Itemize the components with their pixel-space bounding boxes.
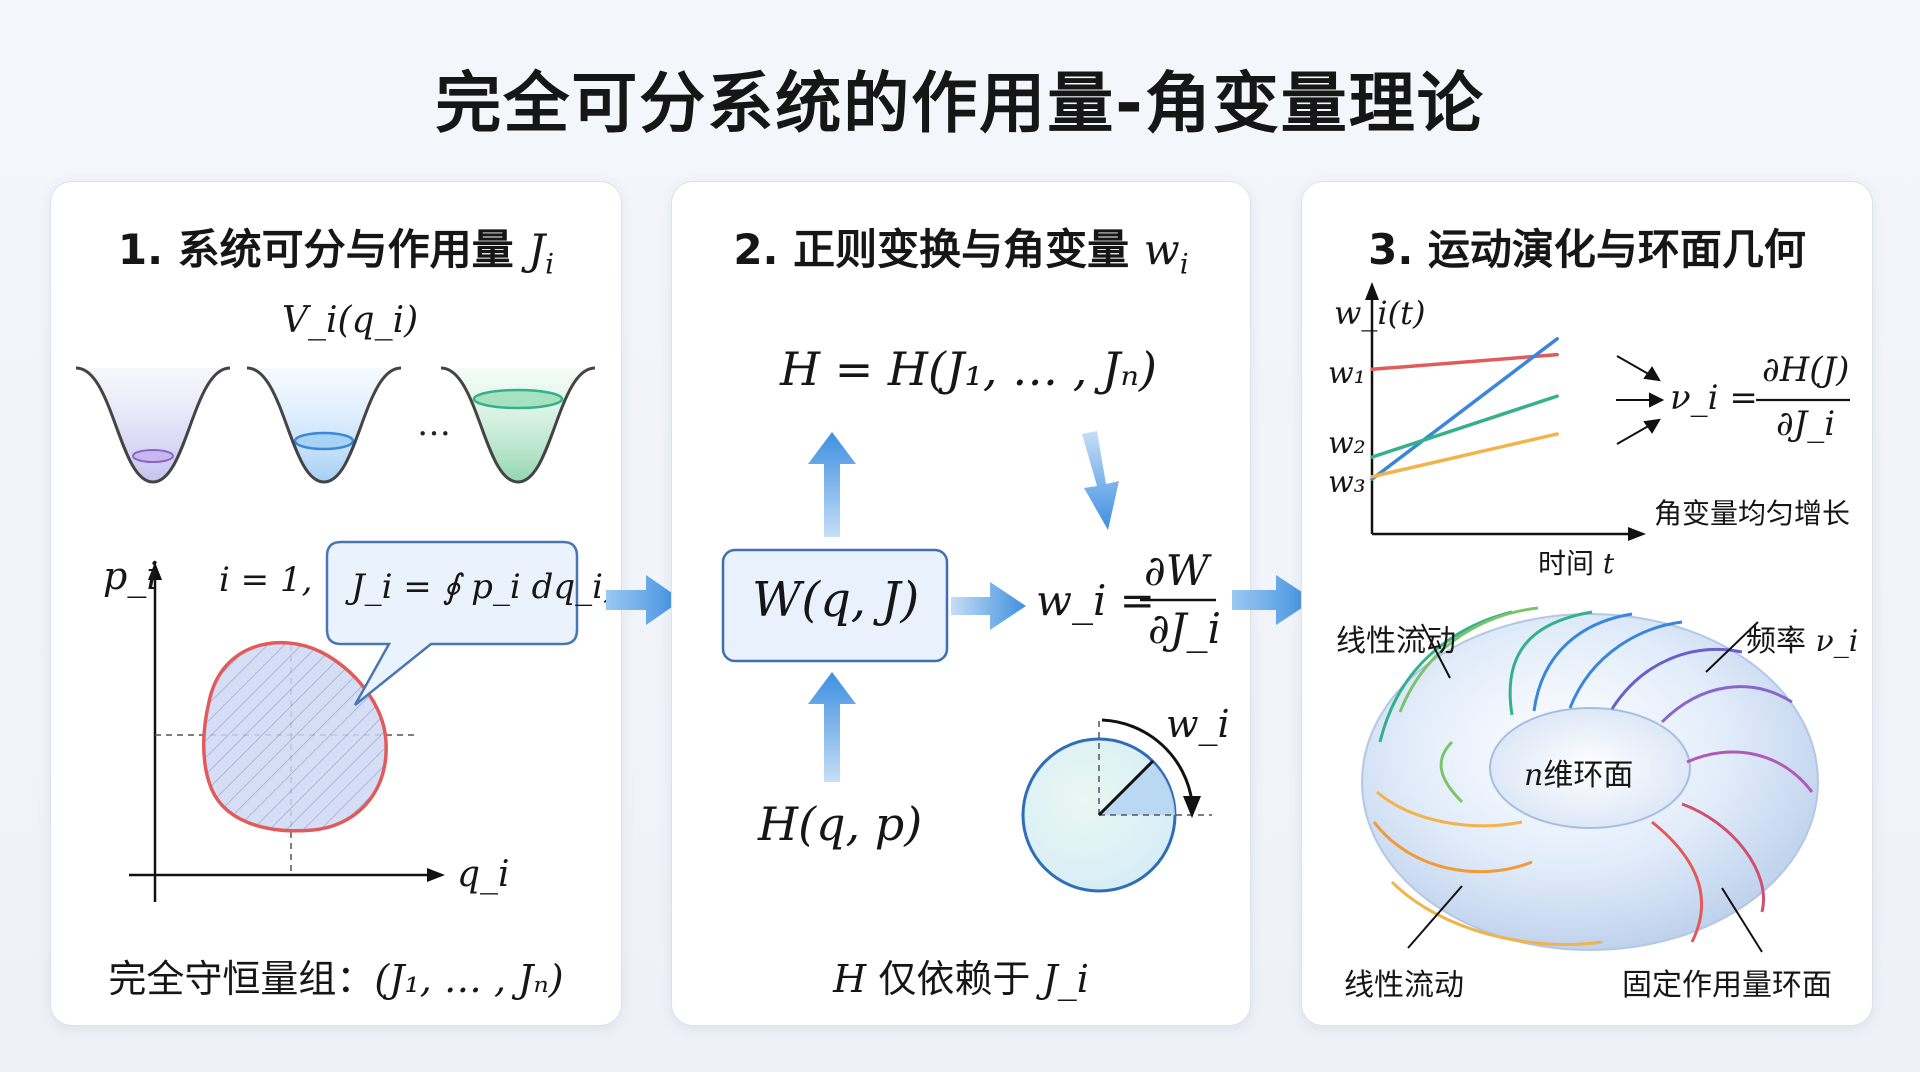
phase-plane [129, 562, 445, 902]
arrow-generator-to-hamiltonian [808, 432, 856, 537]
angle-growth-chart [1361, 282, 1850, 953]
chart-x-axis-label: 时间 t [1538, 547, 1615, 580]
generator-box [721, 548, 949, 663]
potential-well-2 [246, 366, 402, 484]
axis-q-label: q_i [457, 854, 510, 895]
potential-well-3 [440, 366, 596, 484]
arrow-panel1-to-panel2 [606, 575, 682, 625]
torus-center-label: n维环面 [1524, 758, 1634, 793]
panel2-title-text: 2. 正则变换与角变量 [733, 225, 1130, 274]
label-fixed-action-torus: 固定作用量环面 [1622, 968, 1832, 1003]
chart-x-axis-arrow [1628, 527, 1646, 541]
invariant-torus [1361, 606, 1819, 953]
label-frequency: 频率 ν_i [1746, 624, 1859, 659]
arrow-generator-to-angle [951, 582, 1026, 630]
label-linear-flow-top: 线性流动 [1336, 624, 1456, 659]
potential-label: V_i(q_i) [282, 300, 419, 341]
panel1-footer: 完全守恒量组：(J₁, … , Jₙ) [108, 957, 564, 1001]
hamiltonian-qp: H(q, p) [758, 797, 923, 851]
frequency-arrows [1616, 355, 1665, 445]
chart-tick-w1: w₁ [1328, 356, 1366, 391]
frequency-formula-numerator: ∂H(J) [1762, 350, 1850, 390]
angle-circle [1021, 717, 1212, 893]
panel3-title: 3. 运动演化与环面几何 [1368, 225, 1806, 274]
panel-canonical-transform: 2. 正则变换与角变量 wi H = H(J₁, … , Jₙ) [671, 181, 1251, 1026]
frequency-formula-lhs: ν_i = [1670, 378, 1758, 418]
chart-tick-w2: w₂ [1328, 426, 1366, 461]
chart-series-line-3 [1370, 394, 1559, 459]
panel-torus-evolution: 3. 运动演化与环面几何 [1301, 181, 1873, 1026]
wells-ellipsis: … [417, 404, 451, 444]
angle-definition-numerator: ∂W [1144, 546, 1209, 595]
chart-y-axis-label: w_i(t) [1334, 294, 1426, 332]
chart-y-axis-arrow [1365, 282, 1379, 300]
angle-definition-denominator: ∂J_i [1148, 604, 1221, 653]
angle-definition-lhs: w_i = [1036, 576, 1155, 625]
chart-series-line-2 [1370, 337, 1559, 481]
frequency-formula-denominator: ∂J_i [1776, 404, 1836, 444]
chart-series-line-1 [1370, 352, 1559, 372]
panel2-title: 2. 正则变换与角变量 wi [672, 216, 1250, 280]
arrow-hqp-to-generator [808, 672, 856, 782]
panel1-drawing: … [75, 366, 596, 902]
page-title: 完全可分系统的作用量-角变量理论 [435, 65, 1485, 142]
generating-function: W(q, J) [752, 572, 920, 628]
action-integral-formula: J_i = ∮ p_i dq_i, [351, 567, 614, 607]
uniform-growth-note: 角变量均匀增长 [1654, 497, 1851, 530]
panel1-title-symbol: Ji [528, 225, 555, 281]
axis-p-label: p_i [103, 554, 159, 598]
action-integral-bubble [325, 540, 579, 706]
angle-circle-label: w_i [1166, 702, 1230, 746]
chart-tick-w3: w₃ [1328, 465, 1366, 500]
phase-orbit [202, 640, 388, 833]
label-linear-flow-bottom: 线性流动 [1344, 968, 1464, 1003]
panel2-title-symbol: wi [1143, 225, 1189, 281]
index-label: i = 1, [219, 560, 313, 600]
chart-series-line-4 [1370, 432, 1559, 479]
arrow-panel2-to-panel3 [1232, 575, 1314, 625]
panel2-footer: H 仅依赖于 J_i [833, 957, 1089, 1001]
panel-separable-action: 1. 系统可分与作用量 Ji V_i(q_i) … [50, 181, 622, 1026]
panel1-title: 1. 系统可分与作用量 Ji [51, 216, 621, 280]
arrow-hamiltonian-down [1082, 431, 1119, 530]
panel1-title-text: 1. 系统可分与作用量 [117, 225, 514, 274]
hamiltonian-action: H = H(J₁, … , Jₙ) [780, 342, 1157, 396]
potential-well-1 [75, 366, 231, 484]
panel2-drawing [721, 431, 1216, 893]
